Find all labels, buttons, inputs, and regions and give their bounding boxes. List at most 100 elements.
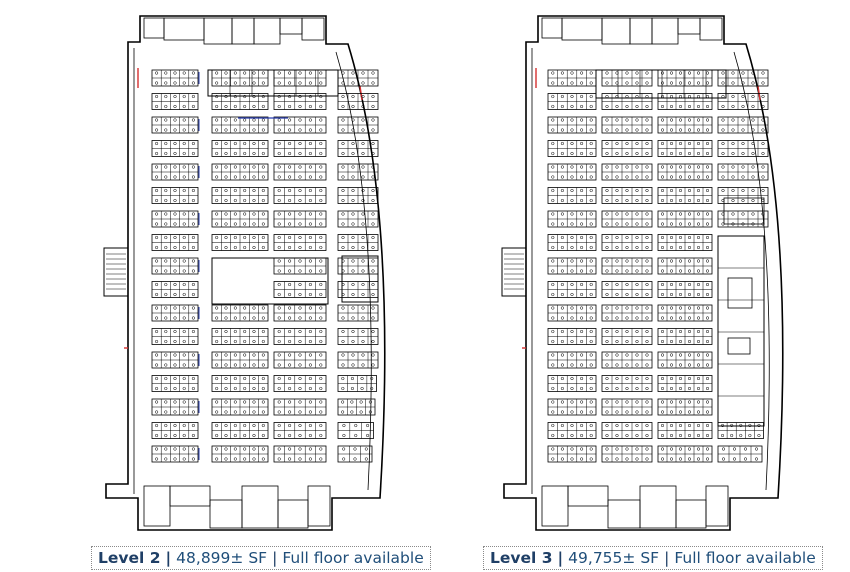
chair-mark (660, 457, 665, 461)
chair-mark (319, 282, 323, 287)
chair-mark (164, 386, 168, 391)
chair-mark (277, 141, 281, 146)
chair-mark (371, 306, 375, 310)
chair-mark (678, 400, 683, 404)
chair-mark (308, 151, 312, 156)
chair-mark (277, 410, 281, 414)
chair-mark (224, 175, 228, 179)
core-room (541, 485, 569, 527)
chair-mark (351, 282, 355, 287)
chair-mark (182, 151, 186, 156)
chair-mark (751, 175, 755, 179)
chair-mark (761, 141, 765, 146)
chair-mark (705, 306, 710, 310)
chair-mark (155, 198, 159, 203)
chair-mark (635, 457, 639, 461)
chair-mark (155, 410, 159, 414)
chair-mark (371, 141, 375, 146)
chair-mark (678, 292, 683, 297)
chair-mark (288, 306, 292, 310)
chair-mark (645, 175, 649, 179)
chair-mark (660, 165, 665, 169)
chair-mark (191, 245, 195, 250)
chair-mark (635, 128, 639, 132)
chair-mark (551, 292, 555, 297)
chair-mark (361, 329, 365, 334)
chair-mark (645, 212, 649, 216)
chair-mark (551, 329, 555, 334)
chair-mark (288, 245, 292, 250)
chair-mark (551, 433, 555, 438)
chair-mark (298, 363, 302, 367)
chair-mark (580, 259, 584, 263)
chair-mark (589, 353, 593, 357)
chair-mark (696, 433, 701, 438)
chair-mark (319, 306, 323, 310)
chair-mark (625, 339, 629, 344)
chair-mark (635, 386, 639, 391)
chair-mark (696, 447, 701, 451)
chair-mark (277, 316, 281, 320)
chair-mark (625, 329, 629, 334)
chair-mark (678, 71, 683, 75)
chair-mark (741, 81, 745, 85)
chair-mark (645, 292, 649, 297)
chair-mark (605, 165, 609, 169)
chair-mark (319, 118, 323, 122)
chair-mark (625, 245, 629, 250)
chair-mark (351, 94, 355, 99)
chair-mark (635, 151, 639, 156)
chair-mark (164, 433, 168, 438)
chair-mark (308, 316, 312, 320)
chair-mark (645, 447, 649, 451)
chair-mark (645, 94, 649, 99)
chair-mark (371, 104, 375, 109)
chair-mark (252, 423, 256, 428)
chair-mark (155, 235, 159, 240)
chair-mark (224, 212, 228, 216)
chair-mark (288, 165, 292, 169)
chair-mark (277, 329, 281, 334)
chair-mark (298, 128, 302, 132)
chair-mark (696, 71, 701, 75)
chair-mark (243, 151, 247, 156)
chair-mark (233, 376, 237, 381)
curtain-wall-line (733, 51, 770, 491)
chair-mark (164, 316, 168, 320)
chair-mark (215, 410, 219, 414)
chair-mark (243, 386, 247, 391)
chair-mark (560, 118, 564, 122)
chair-mark (635, 118, 639, 122)
chair-mark (580, 400, 584, 404)
chair-mark (191, 282, 195, 287)
chair-mark (155, 151, 159, 156)
chair-mark (696, 339, 701, 344)
chair-mark (560, 235, 564, 240)
chair-mark (182, 71, 186, 75)
chair-mark (308, 259, 312, 263)
chair-mark (696, 151, 701, 156)
chair-mark (741, 128, 745, 132)
chair-mark (589, 339, 593, 344)
chair-mark (173, 363, 177, 367)
chair-mark (687, 269, 692, 273)
chair-mark (589, 94, 593, 99)
chair-mark (155, 71, 159, 75)
chair-mark (243, 316, 247, 320)
chair-mark (615, 235, 619, 240)
chair-mark (560, 165, 564, 169)
chair-mark (721, 94, 725, 99)
chair-mark (215, 212, 219, 216)
chair-mark (252, 329, 256, 334)
chair-mark (560, 423, 564, 428)
chair-mark (243, 457, 247, 461)
chair-mark (182, 339, 186, 344)
chair-mark (687, 71, 692, 75)
chair-mark (224, 316, 228, 320)
chair-mark (696, 282, 701, 287)
chair-mark (308, 386, 312, 391)
chair-mark (605, 71, 609, 75)
chair-mark (551, 339, 555, 344)
chair-mark (371, 363, 375, 367)
chair-mark (191, 259, 195, 263)
